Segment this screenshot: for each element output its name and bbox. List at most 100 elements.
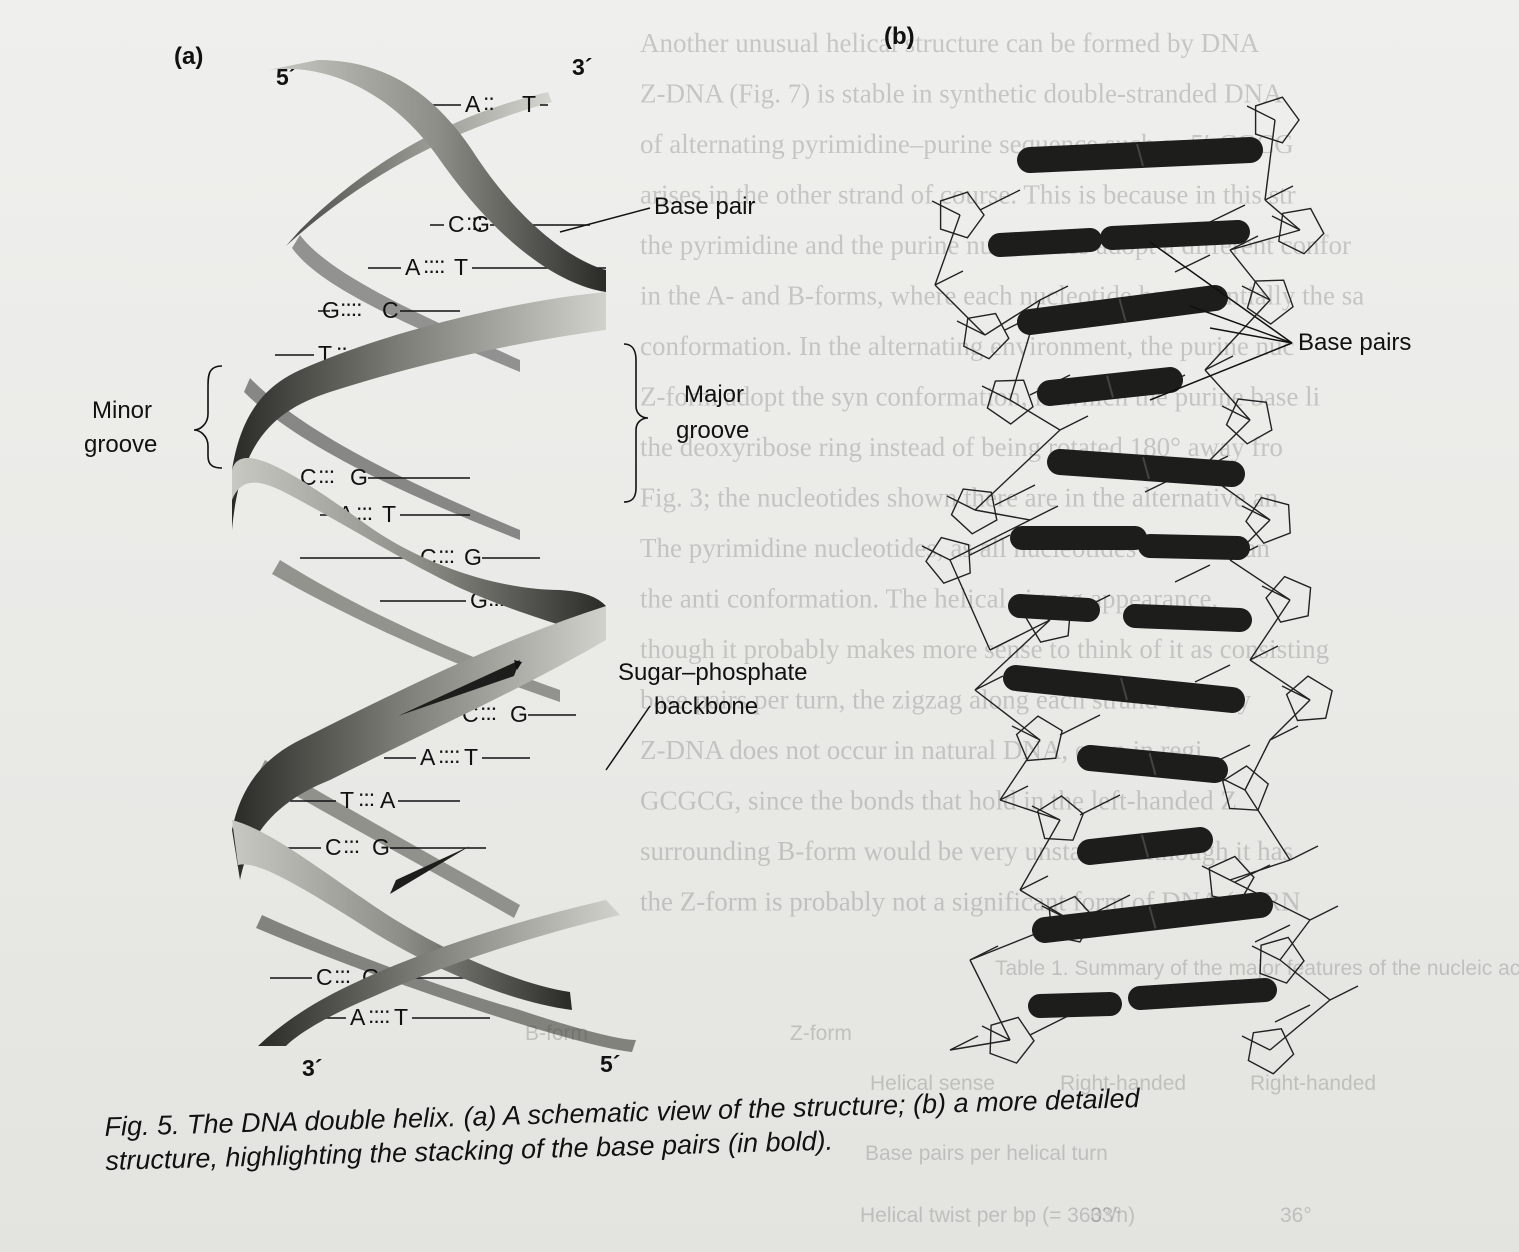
hydrogen-bonds: ::: [358, 785, 374, 811]
hydrogen-bonds: :: [336, 339, 347, 365]
backbone-bond [994, 484, 1036, 506]
backbone-bond [984, 299, 1041, 336]
label-backbone-line2: backbone [654, 693, 758, 720]
base-right: G [510, 701, 528, 727]
backbone-bond [1229, 249, 1271, 301]
backbone-bond [1279, 919, 1311, 961]
base-left: C [316, 964, 333, 990]
label-backbone-line1: Sugar–phosphate [618, 659, 808, 686]
sugar-ring [1246, 279, 1294, 325]
hydrogen-bonds: ::: [438, 542, 454, 568]
backbone-bond [999, 739, 1041, 801]
base-right: G [372, 834, 390, 860]
backbone-bond [1269, 699, 1311, 741]
base-right: G [464, 544, 482, 570]
backbone-bond [969, 945, 999, 961]
hydrogen-bonds: ::: [466, 209, 482, 235]
backbone-bond [1251, 945, 1281, 961]
panel-b-label: (b) [884, 23, 915, 50]
base-pair-junction [1120, 677, 1128, 701]
backbone-bond [1241, 285, 1271, 301]
backbone-bond [1234, 864, 1271, 883]
backbone-bond [1221, 405, 1251, 421]
backbone-bond [1059, 415, 1089, 431]
stacked-base-pair-bar [1138, 534, 1250, 560]
backbone-bond [1241, 1035, 1271, 1051]
backbone-bond [1329, 985, 1359, 1001]
backbone-bond [1281, 685, 1311, 701]
base-right: T [382, 501, 396, 527]
base-pair: T:::A [290, 785, 460, 813]
base-right: G [472, 211, 490, 237]
backbone-bond [1279, 959, 1331, 1001]
backbone-bond [1244, 789, 1291, 861]
backbone-bond [1079, 794, 1121, 816]
base-right: G [350, 464, 368, 490]
base-left: T [340, 787, 354, 813]
hydrogen-bonds: ::: [356, 499, 372, 525]
hydrogen-bonds: :::: [368, 1002, 390, 1028]
backbone-bond [989, 635, 1019, 651]
panel-a-label: (a) [174, 43, 203, 70]
backbone-bond [934, 284, 986, 336]
base-left: A [350, 1004, 366, 1030]
base-pair: C:::G [430, 209, 590, 237]
backbone-bond [1249, 659, 1311, 701]
bleed-line: GCGCG, since the bonds that hold in the … [640, 786, 1237, 816]
backbone-bond [921, 545, 951, 561]
backbone-bond [1246, 105, 1276, 121]
label-minor-groove-line1: Minor [92, 397, 152, 424]
backbone-bond [1011, 725, 1041, 741]
hydrogen-bonds: ::: [334, 962, 350, 988]
bleed-table-row1-z: Right-handed [1250, 1072, 1376, 1095]
sugar-ring [1265, 575, 1312, 623]
sugar-ring [1036, 795, 1085, 841]
backbone-bond [1241, 505, 1271, 521]
hydrogen-bonds: :::: [423, 252, 445, 278]
sugar-ring [986, 379, 1034, 425]
strand-end-top-left: 5´ [276, 64, 296, 90]
sugar-ring [963, 312, 1010, 360]
backbone-bond [1289, 845, 1319, 861]
bleed-line: Z-DNA (Fig. 7) is stable in synthetic do… [640, 79, 1283, 109]
backbone-bond [934, 270, 964, 286]
base-pair-junction [1136, 143, 1144, 167]
backbone-bond [974, 675, 1004, 691]
label-minor-groove-line2: groove [84, 431, 157, 458]
base-pair-junction [1118, 298, 1127, 322]
backbone-bond [981, 1025, 1011, 1041]
base-left: A [420, 744, 436, 770]
hydrogen-bonds: ::: [318, 462, 334, 488]
base-pair: A::T [420, 89, 548, 117]
hydrogen-bonds: ::: [480, 699, 496, 725]
backbone-bond [1249, 645, 1279, 661]
panel-a-annotations: Base pair Minor groove Major groove Suga… [84, 193, 808, 771]
backbone-bond [974, 689, 1041, 741]
base-pair-junction [1148, 752, 1157, 776]
backbone-bond [1059, 714, 1101, 736]
base-left: C [448, 211, 465, 237]
backbone-bond [981, 385, 1011, 401]
panel-a-schematic: (a) 5´ 3´ 3´ 5´ A::TC:::GA::::TG::::CT::… [84, 43, 808, 1081]
backbone-bond [969, 959, 1011, 1041]
base-pairs-leader-lines [1149, 241, 1293, 401]
backbone-bond [1204, 369, 1251, 421]
backbone-bond [1031, 805, 1061, 821]
sugar-ring [1225, 398, 1273, 445]
backbone-bond [946, 495, 976, 511]
base-left: A [465, 91, 481, 117]
stacked-base-pair-bar [1128, 978, 1277, 1010]
backbone-bond [949, 519, 1031, 561]
backbone-bond [949, 559, 991, 651]
sugar-ring [925, 536, 971, 585]
backbone-bond [1249, 599, 1291, 661]
strand-end-bottom-left: 3´ [302, 1055, 322, 1081]
base-right: T [522, 91, 536, 117]
stacked-base-pair-bar [1100, 220, 1250, 250]
bleed-table-row4-label: Helical twist per bp (= 360°/n) [860, 1204, 1135, 1227]
backbone-bond [979, 189, 1021, 211]
sugar-ring [989, 1016, 1035, 1064]
bleed-line: Z-form adopt the syn conformation, in wh… [640, 382, 1320, 412]
base-left: G [322, 297, 340, 323]
backbone-bond [931, 200, 961, 216]
